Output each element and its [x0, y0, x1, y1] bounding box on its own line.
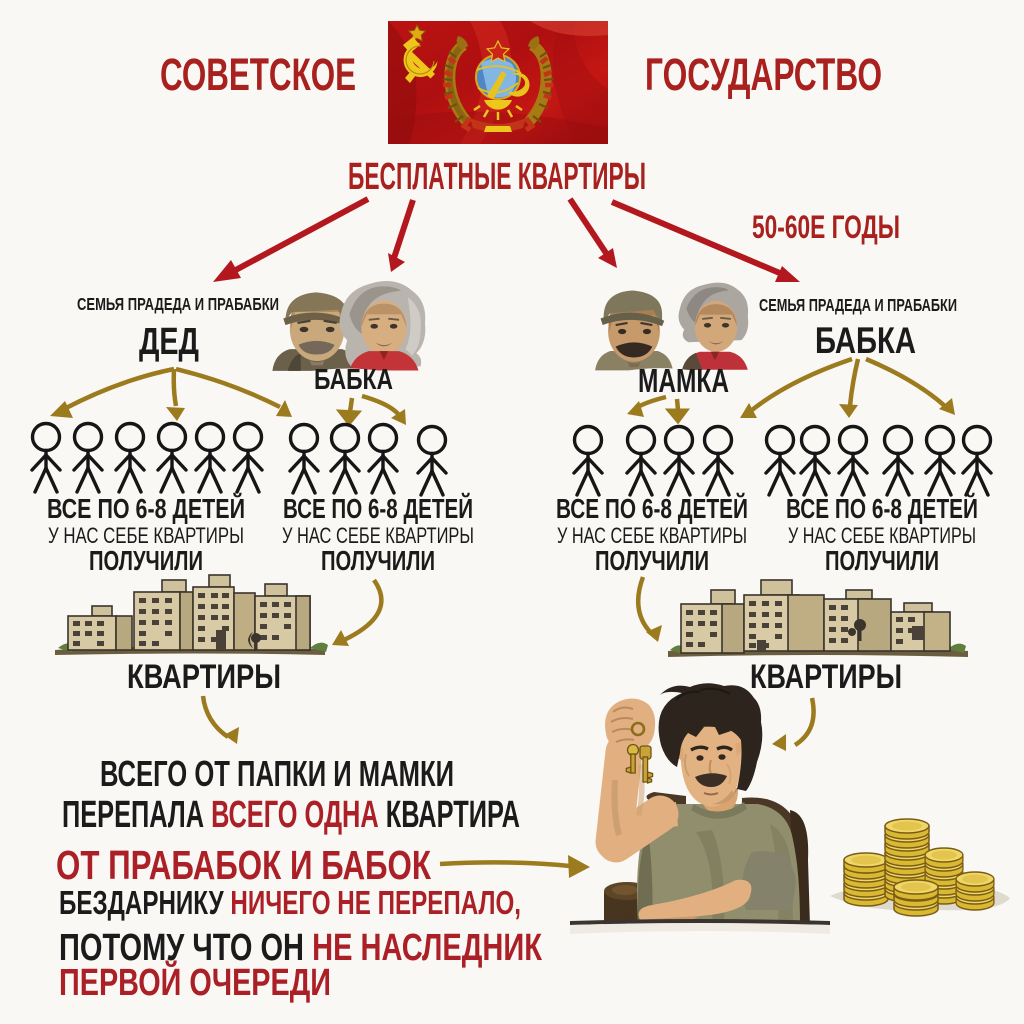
svg-text:ПОЛУЧИЛИ: ПОЛУЧИЛИ: [89, 545, 203, 576]
svg-text:СЕМЬЯ ПРАДЕДА И ПРАБАБКИ: СЕМЬЯ ПРАДЕДА И ПРАБАБКИ: [759, 295, 957, 315]
svg-text:СЕМЬЯ ПРАДЕДА И ПРАБАБКИ: СЕМЬЯ ПРАДЕДА И ПРАБАБКИ: [77, 294, 279, 314]
svg-text:СОВЕТСКОЕ: СОВЕТСКОЕ: [160, 49, 356, 100]
svg-text:БЕЗДАРНИКУ НИЧЕГО НЕ ПЕРЕПАЛО,: БЕЗДАРНИКУ НИЧЕГО НЕ ПЕРЕПАЛО,: [59, 884, 521, 921]
svg-text:БАБКА: БАБКА: [815, 320, 916, 361]
svg-text:ПОЛУЧИЛИ: ПОЛУЧИЛИ: [825, 545, 939, 576]
svg-text:50-60Е ГОДЫ: 50-60Е ГОДЫ: [752, 209, 900, 245]
svg-text:ВСЕ ПО 6-8 ДЕТЕЙ: ВСЕ ПО 6-8 ДЕТЕЙ: [47, 492, 245, 524]
svg-text:ГОСУДАРСТВО: ГОСУДАРСТВО: [645, 49, 882, 100]
svg-text:ВСЕГО ОТ ПАПКИ И МАМКИ: ВСЕГО ОТ ПАПКИ И МАМКИ: [100, 753, 454, 794]
svg-text:У НАС СЕБЕ КВАРТИРЫ: У НАС СЕБЕ КВАРТИРЫ: [788, 523, 976, 548]
svg-text:ДЕД: ДЕД: [139, 321, 199, 363]
svg-text:ВСЕ ПО 6-8 ДЕТЕЙ: ВСЕ ПО 6-8 ДЕТЕЙ: [283, 492, 473, 524]
svg-text:ВСЕ ПО 6-8 ДЕТЕЙ: ВСЕ ПО 6-8 ДЕТЕЙ: [556, 492, 748, 524]
svg-text:КВАРТИРЫ: КВАРТИРЫ: [750, 658, 902, 696]
svg-text:КВАРТИРЫ: КВАРТИРЫ: [127, 658, 281, 696]
svg-text:БЕСПЛАТНЫЕ КВАРТИРЫ: БЕСПЛАТНЫЕ КВАРТИРЫ: [348, 156, 646, 198]
svg-text:ОТ ПРАБАБОК И БАБОК: ОТ ПРАБАБОК И БАБОК: [56, 842, 432, 888]
svg-text:У НАС СЕБЕ КВАРТИРЫ: У НАС СЕБЕ КВАРТИРЫ: [557, 523, 747, 548]
svg-text:ВСЕ ПО 6-8 ДЕТЕЙ: ВСЕ ПО 6-8 ДЕТЕЙ: [786, 492, 978, 524]
svg-text:У НАС СЕБЕ КВАРТИРЫ: У НАС СЕБЕ КВАРТИРЫ: [48, 523, 244, 548]
svg-text:ПОЛУЧИЛИ: ПОЛУЧИЛИ: [321, 545, 435, 576]
svg-text:БАБКА: БАБКА: [314, 364, 393, 396]
svg-text:ПОТОМУ ЧТО ОН НЕ НАСЛЕДНИК: ПОТОМУ ЧТО ОН НЕ НАСЛЕДНИК: [59, 927, 543, 969]
svg-text:МАМКА: МАМКА: [638, 362, 729, 399]
svg-text:ПЕРЕПАЛА ВСЕГО ОДНА КВАРТИРА: ПЕРЕПАЛА ВСЕГО ОДНА КВАРТИРА: [62, 794, 520, 836]
svg-text:ПОЛУЧИЛИ: ПОЛУЧИЛИ: [595, 545, 709, 576]
svg-text:ПЕРВОЙ ОЧЕРЕДИ: ПЕРВОЙ ОЧЕРЕДИ: [59, 959, 331, 1004]
svg-text:У НАС СЕБЕ КВАРТИРЫ: У НАС СЕБЕ КВАРТИРЫ: [282, 523, 474, 548]
